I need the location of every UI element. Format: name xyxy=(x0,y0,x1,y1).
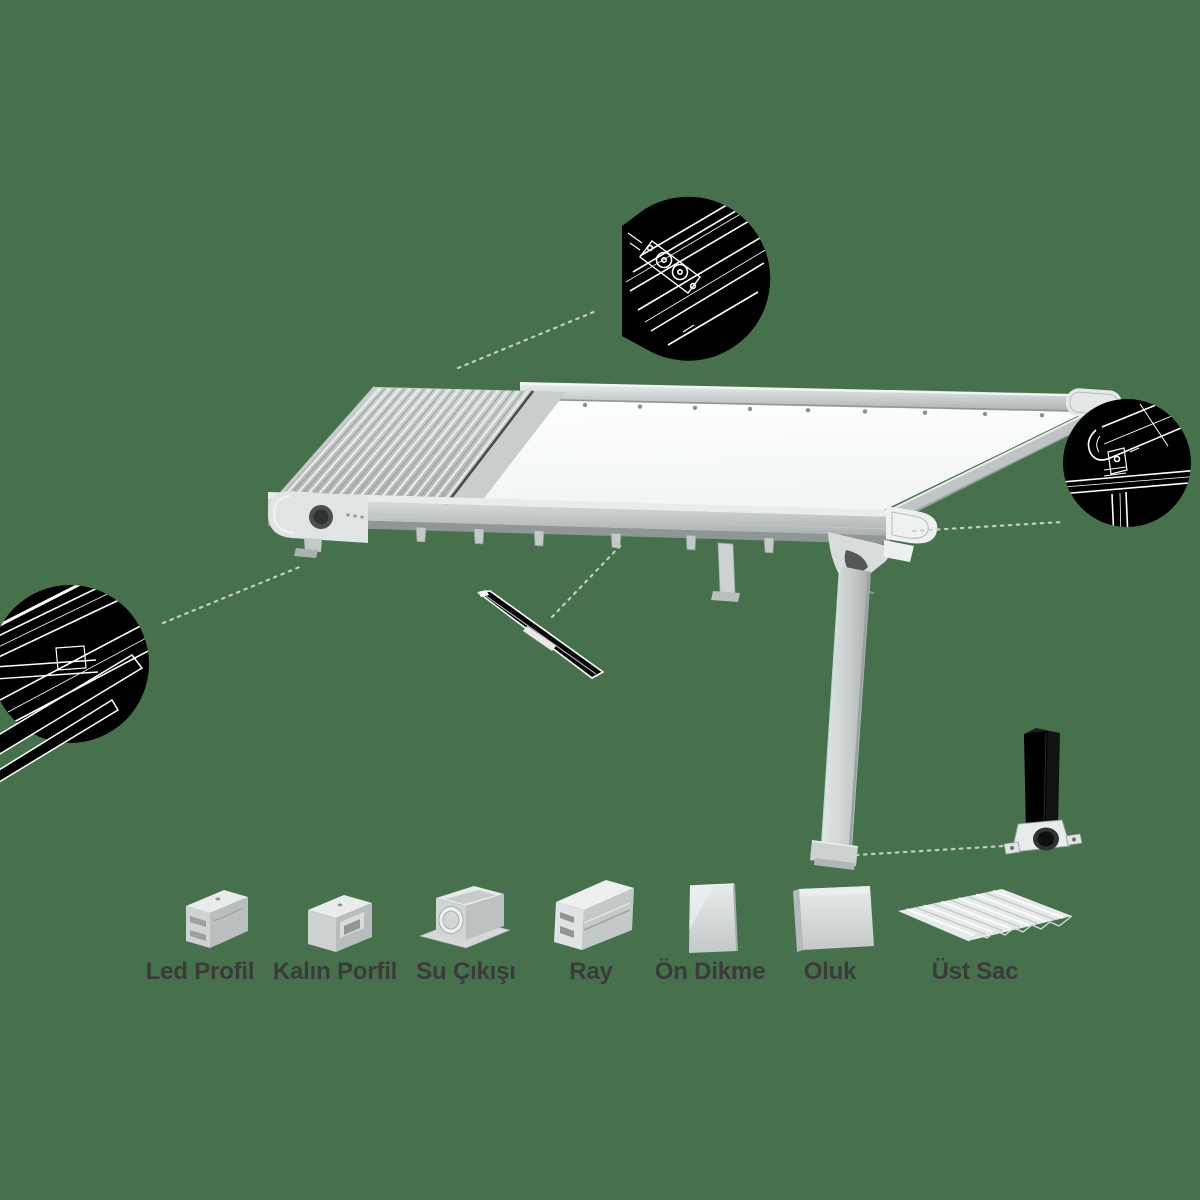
legend-label-on-dikme: Ön Dikme xyxy=(654,958,766,985)
post-base xyxy=(810,840,859,870)
legend-label-oluk: Oluk xyxy=(803,958,857,985)
motor-housing xyxy=(268,491,368,558)
callout-side-profile-detail xyxy=(0,585,149,783)
front-beam xyxy=(267,492,938,602)
led-profil-thumbnail xyxy=(186,890,248,948)
legend-label-ray: Ray xyxy=(569,958,613,985)
oluk-thumbnail xyxy=(793,886,874,952)
legend-label-ust-sac: Üst Sac xyxy=(931,958,1019,985)
su-cikisi-thumbnail xyxy=(419,886,511,949)
folded-roof-panels xyxy=(274,386,566,507)
legend-thumbnails xyxy=(186,880,1073,953)
legend-label-kalin-porfil: Kalın Porfil xyxy=(272,958,398,985)
callout-post-anchor xyxy=(1003,728,1083,855)
legend-label-led-profil: Led Profil xyxy=(145,958,255,985)
led-profile-part xyxy=(477,590,605,679)
leader-line xyxy=(456,309,598,370)
on-dikme-thumbnail xyxy=(689,883,738,953)
kalin-porfil-thumbnail xyxy=(308,895,372,952)
leader-line xyxy=(550,543,623,619)
leader-lines xyxy=(161,309,1064,857)
front-post xyxy=(821,565,871,849)
ray-thumbnail xyxy=(554,880,634,950)
callout-rail-roller-detail xyxy=(622,196,771,361)
leader-line xyxy=(161,564,304,625)
legend-label-su-cikisi: Su Çıkışı xyxy=(416,958,516,985)
ust-sac-thumbnail xyxy=(898,889,1073,942)
leader-line xyxy=(911,520,1064,533)
pergola-structure xyxy=(267,382,1122,870)
leader-line xyxy=(854,844,1006,857)
